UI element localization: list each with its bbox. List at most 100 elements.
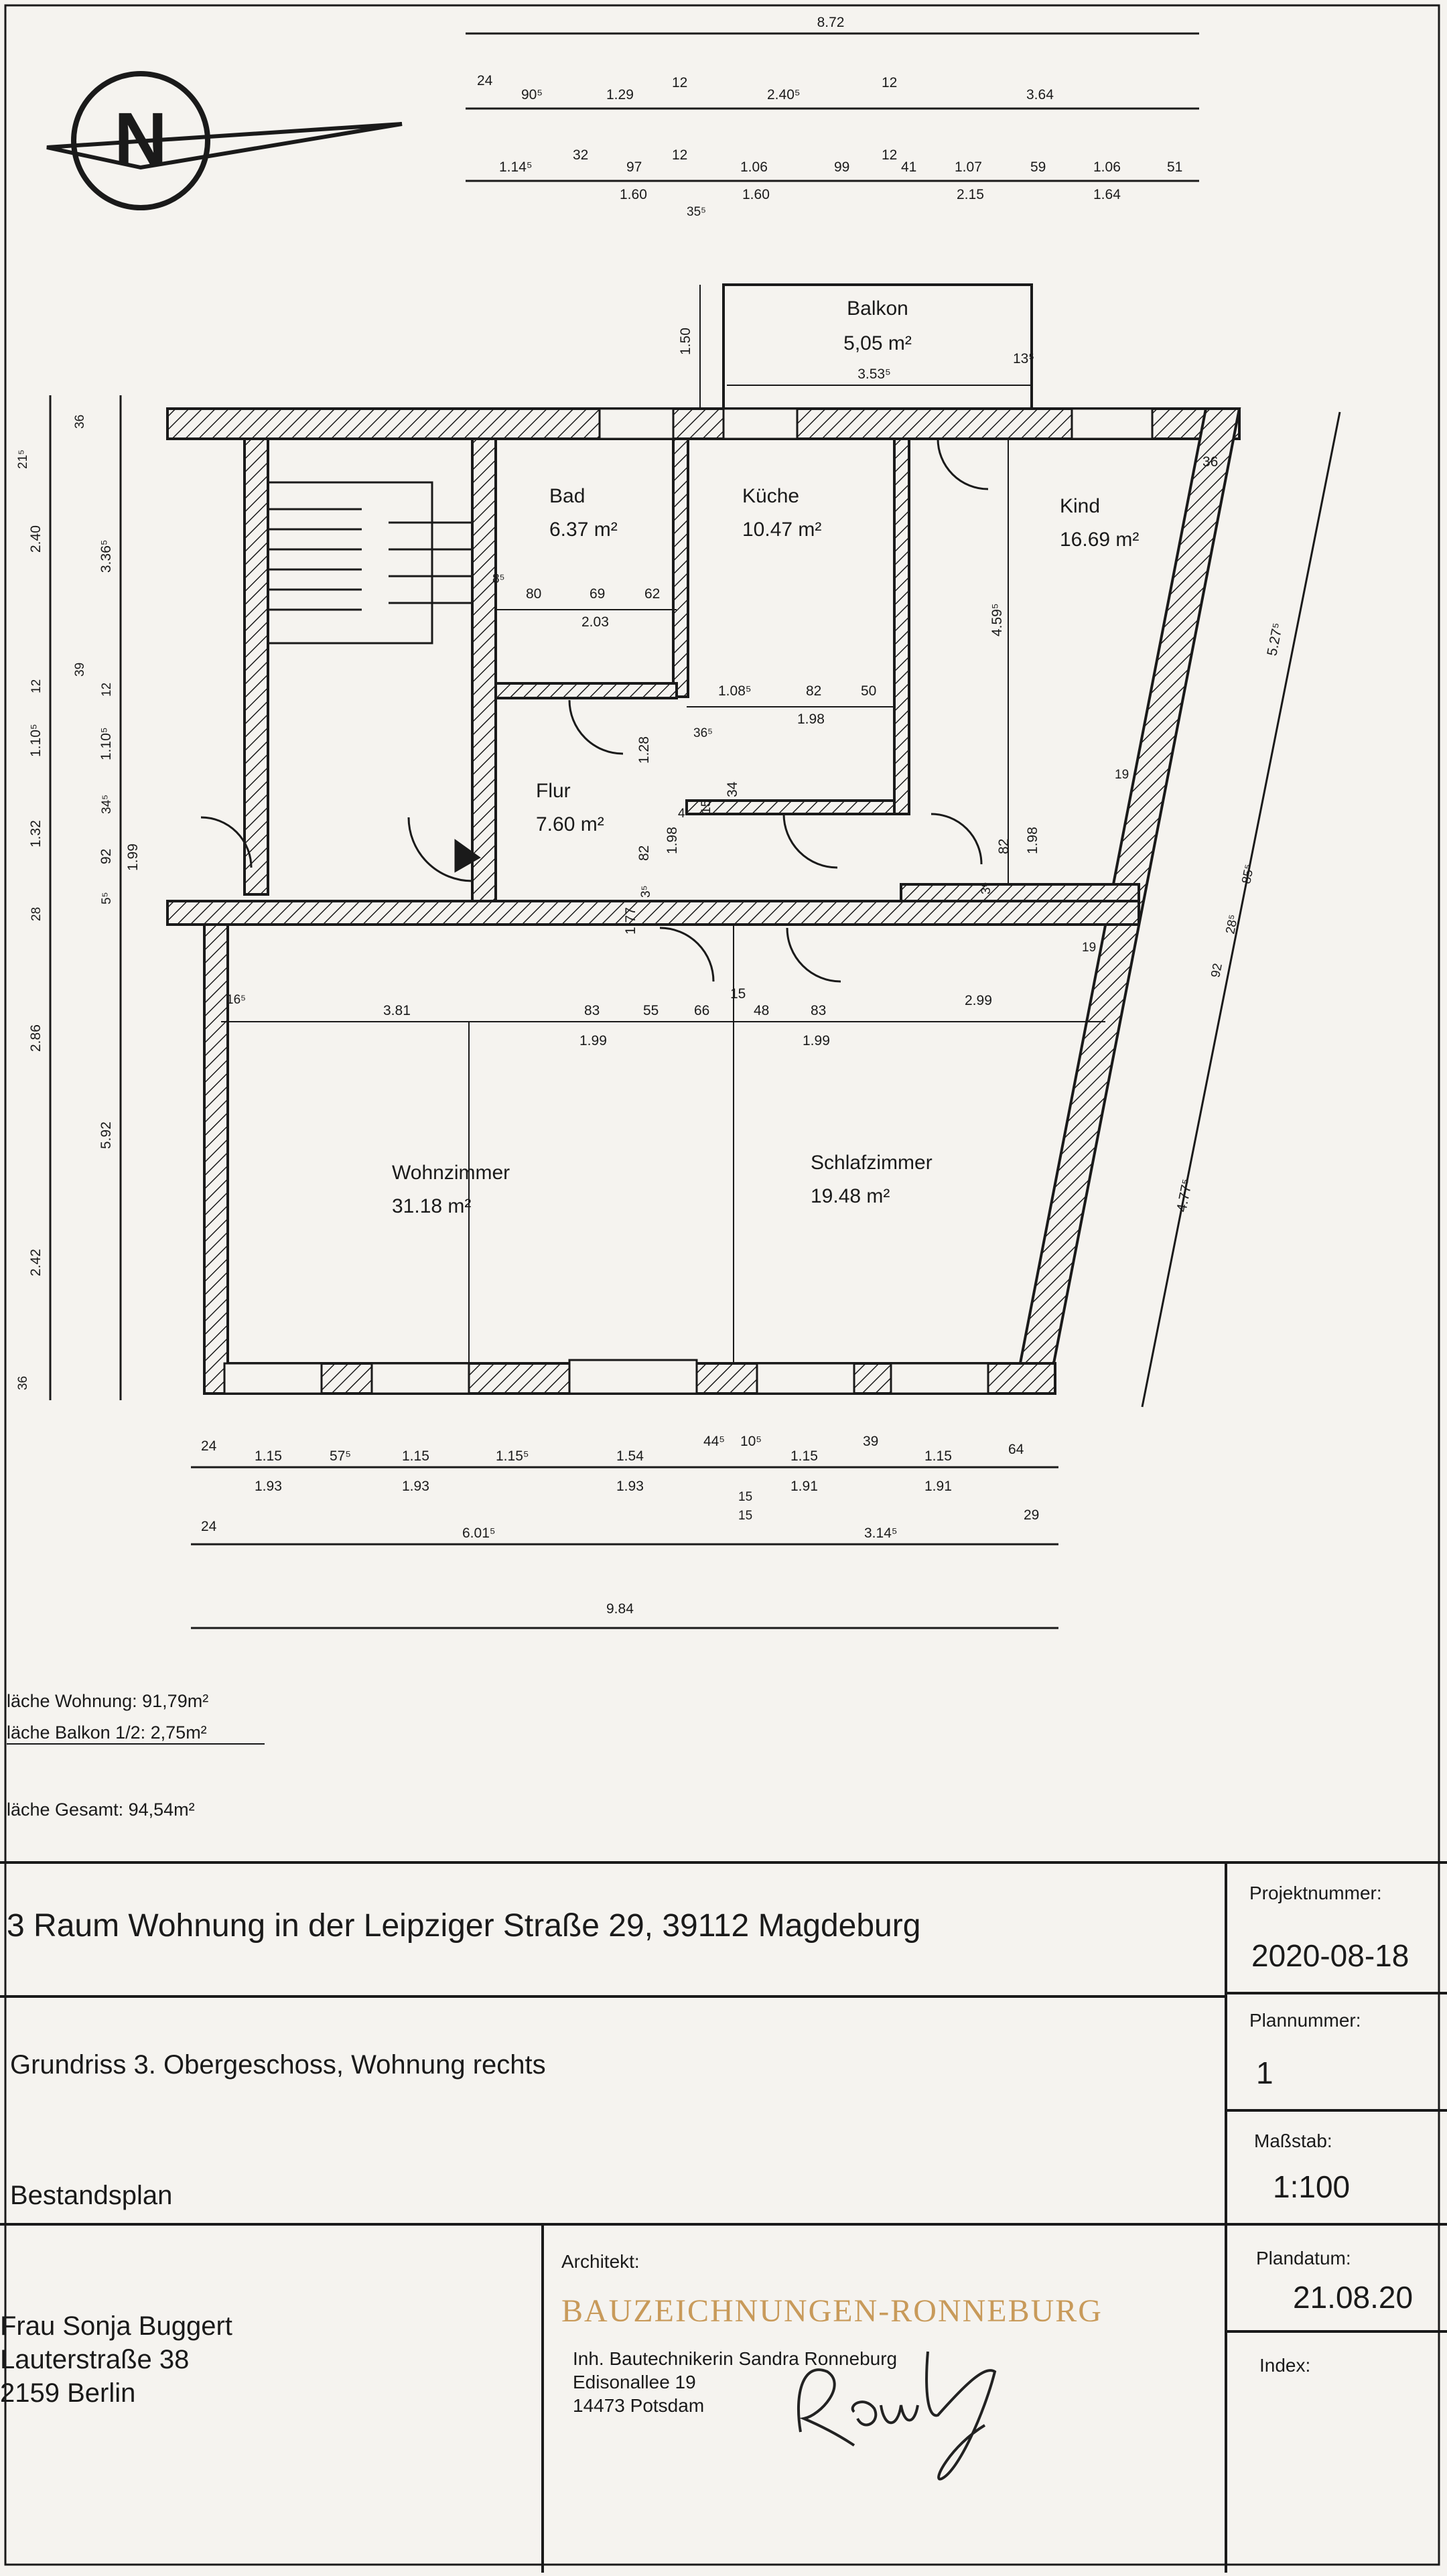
- dim-bot-r1-11: 64: [1008, 1442, 1024, 1457]
- right-dimensions: 5.27⁵ 28⁵ 85⁵ 92 4.77⁵: [1141, 411, 1341, 1408]
- dim-corner: 36: [1202, 454, 1218, 470]
- dim-right-3: 92: [1209, 962, 1225, 979]
- dim-bot-r1-5: 1.54: [616, 1448, 644, 1464]
- plan-no: 1: [1256, 2055, 1273, 2090]
- architect-logo: BAUZEICHNUNGEN-RONNEBURG: [561, 2293, 1103, 2329]
- dim-top-r2-3: 12: [672, 147, 687, 163]
- area-apartment: läche Wohnung: 91,79m²: [7, 1691, 208, 1711]
- dim-bot-r2-0: 24: [201, 1519, 217, 1534]
- title-block: [0, 1861, 1447, 2573]
- dim-bad-total: 2.03: [581, 614, 609, 630]
- date-value: 21.08.20: [1293, 2280, 1413, 2315]
- dim-bot-r1-1: 1.15: [255, 1448, 282, 1464]
- dim-left-c1-2: 2.40: [28, 525, 44, 553]
- balcony: Balkon 5,05 m² 3.53⁵ 13⁵ 1.50: [678, 283, 1034, 410]
- room-kueche-name: Küche: [742, 485, 799, 507]
- dim-top-r2-1: 32: [573, 147, 588, 163]
- dim-right-1: 28⁵: [1223, 913, 1241, 935]
- dim-top-r2b-0: 1.60: [620, 187, 647, 202]
- dim-bot-overall: 9.84: [606, 1601, 634, 1617]
- windows: [223, 407, 1154, 1395]
- dim-left-c1-3: 12: [29, 679, 44, 693]
- dim-top-r2b-1: 35⁵: [687, 205, 706, 219]
- dim-top-r2-5: 99: [834, 159, 849, 175]
- dim-bad-2: 62: [644, 586, 660, 602]
- architect-signature: [797, 2351, 997, 2481]
- dim-kind-height: 4.59⁵: [989, 603, 1005, 636]
- room-kind-area: 16.69 m²: [1060, 529, 1139, 551]
- left-dimensions: 21⁵ 36 2.40 12 1.10⁵ 1.32 28 2.86 2.42 3…: [16, 395, 141, 1400]
- dim-kueche-1: 82: [806, 683, 821, 699]
- dim-top-r2-7: 41: [901, 159, 916, 175]
- dim-bot-r2-1: 6.01⁵: [462, 1526, 496, 1541]
- dim-top-r2-9: 59: [1030, 159, 1046, 175]
- room-labels: Bad 6.37 m² Küche 10.47 m² Kind 16.69 m²…: [392, 485, 1139, 1217]
- dim-top-r1-4: 2.40⁵: [767, 87, 801, 103]
- area-summary: läche Wohnung: 91,79m² läche Balkon 1/2:…: [7, 1691, 265, 1820]
- north-label: N: [114, 98, 167, 180]
- room-flur-area: 7.60 m²: [536, 813, 604, 835]
- dim-left-c1-1: 36: [73, 415, 87, 429]
- dim-left-c1-7: 2.86: [28, 1024, 44, 1052]
- dim-bot-r1-8: 1.15: [790, 1448, 818, 1464]
- dim-bot-r1-9: 39: [863, 1434, 878, 1449]
- dim-mid-4: 66: [694, 1003, 709, 1018]
- dim-top-r1-3: 12: [672, 75, 687, 90]
- dim-mid-b-0: 1.99: [579, 1033, 607, 1048]
- dim-bot-r1-6: 44⁵: [703, 1434, 725, 1449]
- dim-flur-e: 15: [699, 800, 713, 814]
- dim-mid-0: 16⁵: [226, 993, 246, 1007]
- dim-top-r2-8: 1.07: [955, 159, 982, 175]
- dim-bot-r1-4: 1.15⁵: [496, 1448, 529, 1464]
- dim-left-c2-6: 1.99: [125, 843, 141, 871]
- dim-top-r2-0: 1.14⁵: [499, 159, 533, 175]
- dim-bad-small: 8⁵: [492, 572, 504, 586]
- dim-mid-3: 55: [643, 1003, 659, 1018]
- client-line-1: Frau Sonja Buggert: [0, 2311, 232, 2341]
- doors: [200, 438, 989, 983]
- dim-bot-r1b-3: 15: [738, 1490, 752, 1504]
- index-label: Index:: [1259, 2355, 1310, 2376]
- title-block-text: 3 Raum Wohnung in der Leipziger Straße 2…: [0, 1883, 1413, 2481]
- room-kind-name: Kind: [1060, 495, 1100, 517]
- dim-right-2: 85⁵: [1239, 863, 1257, 884]
- dim-right-wall-b: 19: [1082, 941, 1096, 955]
- architect-line-1: Inh. Bautechnikerin Sandra Ronneburg: [573, 2348, 897, 2369]
- balcony-side: 13⁵: [1013, 351, 1034, 366]
- dim-overall-top: 8.72: [817, 15, 845, 30]
- dim-left-c2-2: 12: [100, 683, 114, 697]
- dim-flur-c: 34: [725, 781, 740, 797]
- balcony-area: 5,05 m²: [843, 332, 912, 354]
- dim-kueche-0: 1.08⁵: [718, 683, 752, 699]
- dim-top-r1-1: 90⁵: [521, 87, 543, 103]
- dim-top-r2-11: 51: [1167, 159, 1182, 175]
- architect-line-2: Edisonallee 19: [573, 2372, 696, 2392]
- dim-top-r2-6: 12: [882, 147, 897, 163]
- scale-label: Maßstab:: [1254, 2130, 1332, 2151]
- dim-kind-small: 3⁵: [979, 882, 993, 894]
- room-wohnzimmer-area: 31.18 m²: [392, 1195, 471, 1217]
- dim-flur-a: 36⁵: [693, 726, 713, 740]
- dim-bot-r1-3: 1.15: [402, 1448, 429, 1464]
- dim-bot-r1b-2: 1.93: [616, 1479, 644, 1494]
- dim-flur-f: 82: [636, 845, 652, 861]
- dim-bot-r1b-1: 1.93: [402, 1479, 429, 1494]
- dim-flur-g: 1.98: [665, 827, 680, 854]
- dim-kind-door: 82: [996, 839, 1012, 854]
- dim-flur-d: 4: [678, 807, 685, 821]
- dim-left-c1-8: 2.42: [28, 1249, 44, 1276]
- room-schlafzimmer-name: Schlafzimmer: [811, 1152, 933, 1174]
- dim-left-c1-4: 1.10⁵: [28, 724, 44, 757]
- plan-type: Bestandsplan: [10, 2181, 172, 2210]
- dim-left-c1-6: 28: [29, 907, 44, 921]
- dim-bot-r2-4: 29: [1024, 1507, 1039, 1523]
- dim-top-r2b-2: 1.60: [742, 187, 770, 202]
- dim-mid-b-1: 1.99: [803, 1033, 830, 1048]
- dim-top-r1-5: 12: [882, 75, 897, 90]
- dim-top-r2b-4: 1.64: [1093, 187, 1121, 202]
- dim-bot-r1-10: 1.15: [924, 1448, 952, 1464]
- project-title: 3 Raum Wohnung in der Leipziger Straße 2…: [7, 1908, 920, 1944]
- dim-kueche-total: 1.98: [797, 711, 825, 727]
- dim-bot-r1-2: 57⁵: [330, 1448, 351, 1464]
